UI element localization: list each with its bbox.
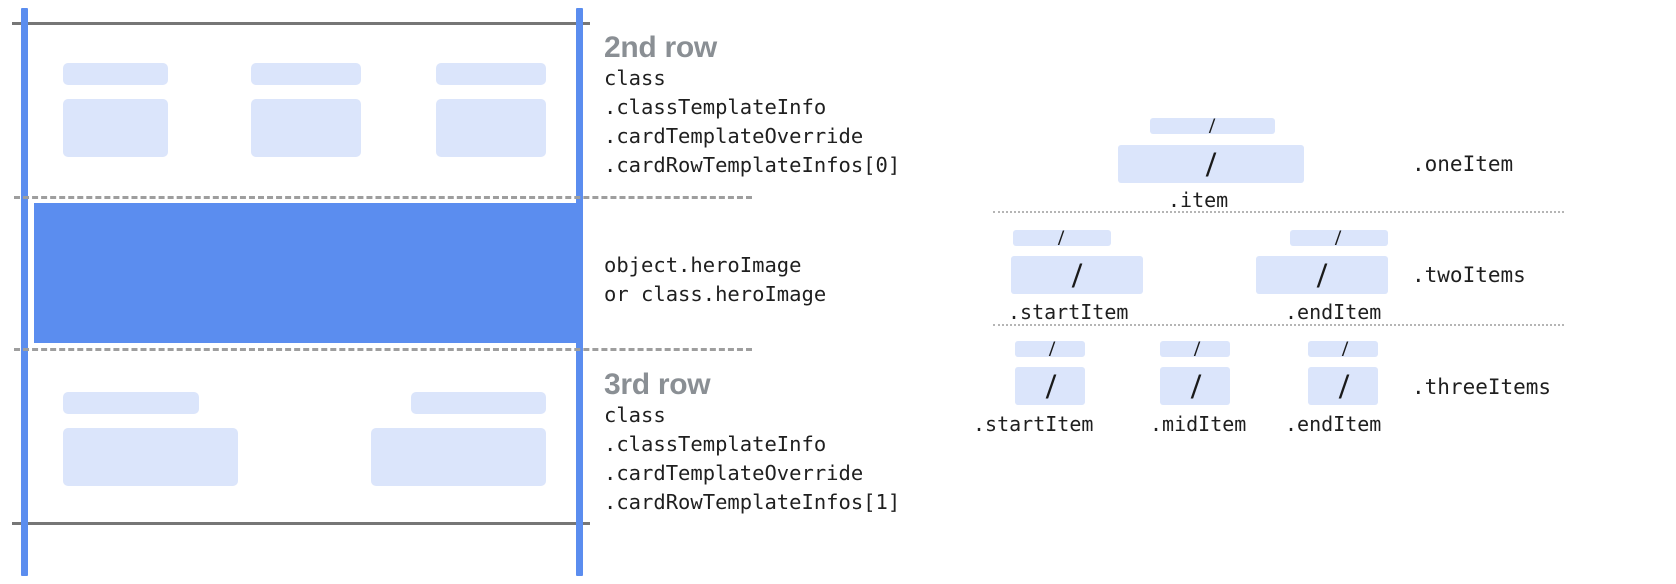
legend-row-label-one-item: .oneItem <box>1412 152 1514 176</box>
end-item-three-big-bar <box>1308 367 1378 405</box>
row2-body-chip-1 <box>63 99 168 157</box>
end-item-three-small-bar <box>1308 341 1378 357</box>
mid-item-three-big-bar <box>1160 367 1230 405</box>
start-item-three-big-bar <box>1015 367 1085 405</box>
row2-title-chip-1 <box>63 63 168 85</box>
legend-row-label-three-items: .threeItems <box>1412 375 1552 399</box>
end-item-three-big-slash-icon: / <box>1338 366 1350 406</box>
start-item-two-big-bar <box>1011 256 1143 294</box>
annotation-hero-image-code: object.heroImage or class.heroImage <box>604 253 827 306</box>
mid-item-three-small-bar <box>1160 341 1230 357</box>
row3-title-chip-1 <box>63 392 199 414</box>
legend-row-label-two-items: .twoItems <box>1412 263 1526 287</box>
row2-body-chip-2 <box>251 99 361 157</box>
mid-item-three-big-slash-icon: / <box>1190 366 1202 406</box>
row3-title-chip-2 <box>411 392 546 414</box>
end-item-three-caption: .endItem <box>1285 412 1382 436</box>
row3-body-chip-2 <box>371 428 546 486</box>
end-item-two-small-bar <box>1290 230 1388 246</box>
annotation-third-row-heading: 3rd row <box>604 368 711 401</box>
end-item-two-small-slash-icon: / <box>1334 225 1342 250</box>
item-big-bar <box>1118 145 1304 183</box>
annotation-second-row: 2nd row class .classTemplateInfo .cardTe… <box>604 31 900 180</box>
annotation-second-row-code: class .classTemplateInfo .cardTemplateOv… <box>604 66 901 177</box>
start-item-two-caption: .startItem <box>1008 300 1129 324</box>
annotation-third-row-code: class .classTemplateInfo .cardTemplateOv… <box>604 403 901 514</box>
end-item-three-small-slash-icon: / <box>1341 336 1349 361</box>
start-item-three-caption: .startItem <box>973 412 1094 436</box>
mid-item-three-small-slash-icon: / <box>1193 336 1201 361</box>
start-item-two-big-slash-icon: / <box>1071 255 1083 295</box>
row2-title-chip-2 <box>251 63 361 85</box>
item-small-slash-icon: / <box>1208 113 1216 138</box>
end-item-two-big-slash-icon: / <box>1316 255 1328 295</box>
item-layout-legend: / / .item .oneItem / / .startItem / / .e… <box>960 0 1676 584</box>
row3-body-chip-1 <box>63 428 238 486</box>
dashed-separator-top <box>14 196 752 199</box>
dashed-separator-bottom <box>14 348 752 351</box>
card-left-guide <box>21 8 28 576</box>
item-big-slash-icon: / <box>1205 144 1217 184</box>
start-item-three-small-bar <box>1015 341 1085 357</box>
start-item-three-big-slash-icon: / <box>1045 366 1057 406</box>
annotation-second-row-heading: 2nd row <box>604 31 717 64</box>
end-item-two-big-bar <box>1256 256 1388 294</box>
legend-divider-two-three <box>993 324 1564 326</box>
start-item-two-small-bar <box>1013 230 1111 246</box>
card-top-border <box>12 22 590 25</box>
start-item-two-small-slash-icon: / <box>1057 225 1065 250</box>
card-mock-region <box>0 0 600 584</box>
row2-body-chip-3 <box>436 99 546 157</box>
annotation-third-row: 3rd row class .classTemplateInfo .cardTe… <box>604 368 900 517</box>
end-item-two-caption: .endItem <box>1285 300 1382 324</box>
hero-image-band <box>34 203 582 343</box>
start-item-three-small-slash-icon: / <box>1048 336 1056 361</box>
item-caption: .item <box>1168 188 1229 212</box>
card-bottom-border <box>12 522 590 525</box>
mid-item-three-caption: .midItem <box>1150 412 1247 436</box>
item-small-bar <box>1150 118 1275 134</box>
annotation-hero-image: object.heroImage or class.heroImage <box>604 251 826 309</box>
legend-divider-one-two <box>993 211 1564 213</box>
row2-title-chip-3 <box>436 63 546 85</box>
